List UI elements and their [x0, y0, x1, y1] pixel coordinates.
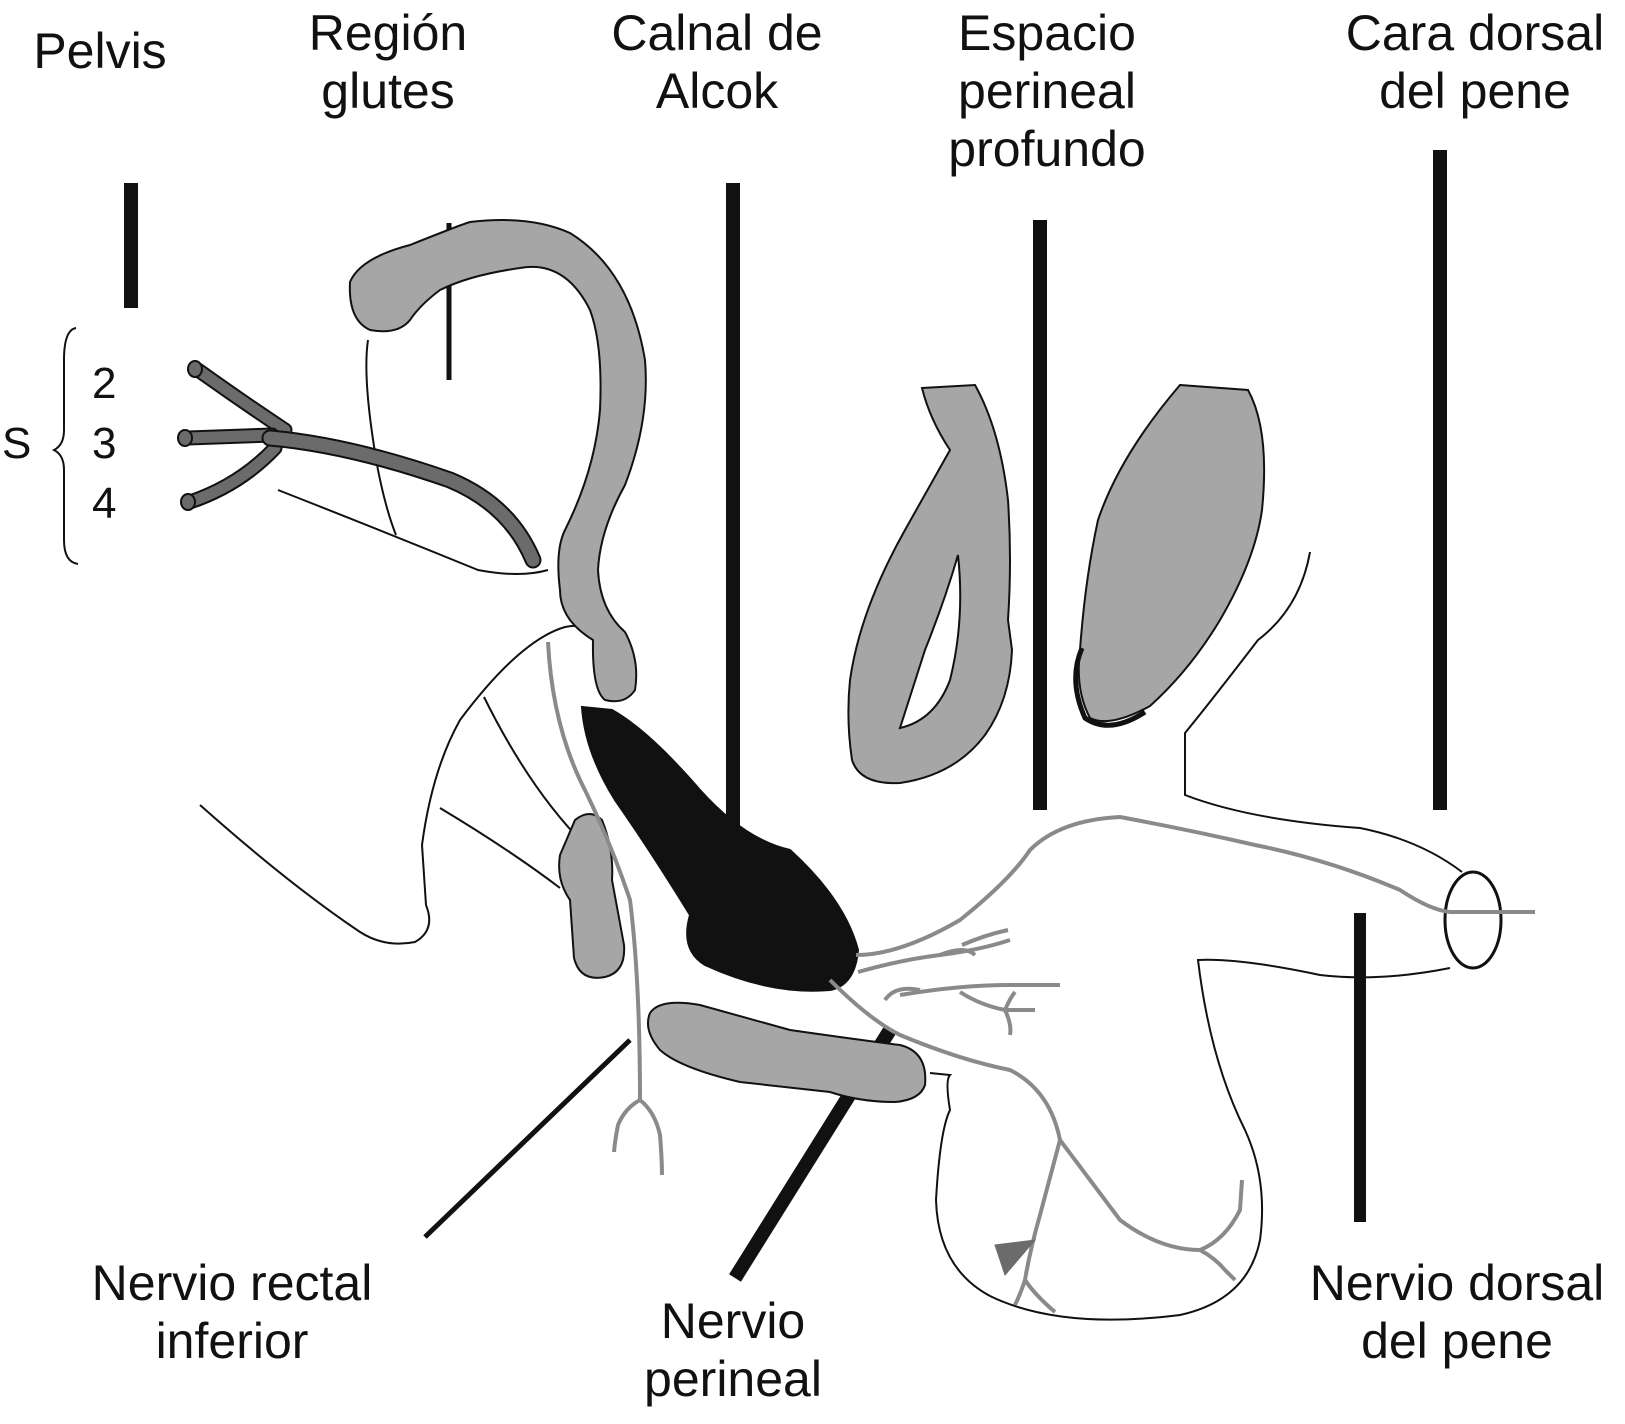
- label-canal-alcok: Calnal de Alcok: [611, 5, 822, 119]
- dorsal-nerve-of-penis: [855, 814, 1535, 957]
- label-nervio-perineal: Nervio perineal: [644, 1293, 822, 1407]
- sacral-nerve-trunk: [177, 360, 542, 569]
- ligament-line-1: [439, 807, 561, 889]
- label-nervio-dorsal-line1: Nervio dorsal: [1310, 1255, 1605, 1311]
- label-nervio-perineal-line1: Nervio: [661, 1293, 805, 1349]
- label-espacio-line2: perineal: [958, 63, 1136, 119]
- label-canal-alcok-line1: Calnal de: [611, 5, 822, 61]
- sacral-brace: [51, 327, 79, 565]
- gluteal-muscle-band: [348, 219, 647, 703]
- scrotum-outline: [929, 958, 1451, 1321]
- branch-a2: [939, 948, 977, 957]
- scrotal-branch-b: [1023, 1139, 1062, 1281]
- label-canal-alcok-line2: Alcok: [656, 63, 779, 119]
- sacral-letter: S: [2, 419, 31, 468]
- ischial-tuberosity: [558, 813, 626, 979]
- label-region-glutes-line1: Región: [309, 5, 467, 61]
- sacral-root-4-end: [180, 493, 196, 511]
- pelvic-outline: [199, 624, 599, 945]
- region-divider-lines: [124, 150, 1447, 1282]
- branch-a: [857, 938, 1011, 974]
- perineal-body-muscle: [647, 1001, 927, 1104]
- crus-ring-hole: [898, 554, 962, 730]
- label-pelvis: Pelvis: [33, 23, 166, 79]
- branch-b: [899, 983, 1060, 997]
- sacral-root-3: 3: [92, 419, 116, 468]
- rectal-branch-right: [638, 1098, 664, 1176]
- label-cara-dorsal-line2: del pene: [1379, 63, 1571, 119]
- branch-a3: [961, 928, 1009, 947]
- penile-shaft-upper: [1184, 551, 1463, 873]
- label-cara-dorsal-line1: Cara dorsal: [1346, 5, 1604, 61]
- sacral-root-2: 2: [92, 359, 116, 408]
- label-nervio-dorsal-line2: del pene: [1361, 1313, 1553, 1369]
- label-cara-dorsal: Cara dorsal del pene: [1346, 5, 1604, 119]
- label-region-glutes: Región glutes: [309, 5, 467, 119]
- penile-cross-section: [1443, 870, 1503, 970]
- crus-ring: [847, 383, 1014, 785]
- branch-c: [958, 990, 1035, 1012]
- label-nervio-rectal-line2: inferior: [156, 1313, 309, 1369]
- branch-d: [883, 986, 921, 1002]
- pointer-nervio-rectal: [423, 1038, 632, 1239]
- bulb-structure: [1077, 383, 1266, 723]
- sacral-root-4: 4: [92, 479, 116, 528]
- sacral-root-labels: S 2 3 4: [2, 327, 116, 565]
- label-nervio-rectal-line1: Nervio rectal: [92, 1255, 373, 1311]
- branch-c2: [1003, 1009, 1013, 1036]
- nerve-arrowhead: [994, 1239, 1037, 1276]
- posterior-scrotal-nerve: [828, 978, 1244, 1253]
- label-nervio-perineal-line2: perineal: [644, 1351, 822, 1407]
- nerve-line-sciatic: [365, 339, 397, 536]
- bulb-outline-thick: [1073, 646, 1147, 728]
- branch-c3: [1003, 990, 1017, 1011]
- gray-nerve-branches: [546, 641, 1535, 1314]
- label-espacio-line1: Espacio: [958, 5, 1136, 61]
- label-region-glutes-line2: glutes: [321, 63, 454, 119]
- label-espacio-perineal: Espacio perineal profundo: [948, 5, 1145, 177]
- label-espacio-line3: profundo: [948, 121, 1145, 177]
- label-pelvis-text: Pelvis: [33, 23, 166, 79]
- scrotal-branch-b3: [1013, 1279, 1027, 1306]
- sacral-root-2-end: [187, 360, 203, 378]
- scrotal-branch-b2: [1023, 1278, 1057, 1314]
- label-nervio-dorsal: Nervio dorsal del pene: [1310, 1255, 1605, 1369]
- inferior-rectal-nerve: [546, 641, 642, 1101]
- sacral-root-3-end: [177, 429, 193, 447]
- scrotal-branch-a: [1199, 1248, 1237, 1282]
- outline-sacrospinous: [277, 489, 549, 575]
- ligament-line-2: [483, 696, 586, 846]
- label-nervio-rectal: Nervio rectal inferior: [92, 1255, 373, 1369]
- alcock-canal-black: [580, 705, 860, 992]
- rectal-branch-left: [612, 1098, 641, 1153]
